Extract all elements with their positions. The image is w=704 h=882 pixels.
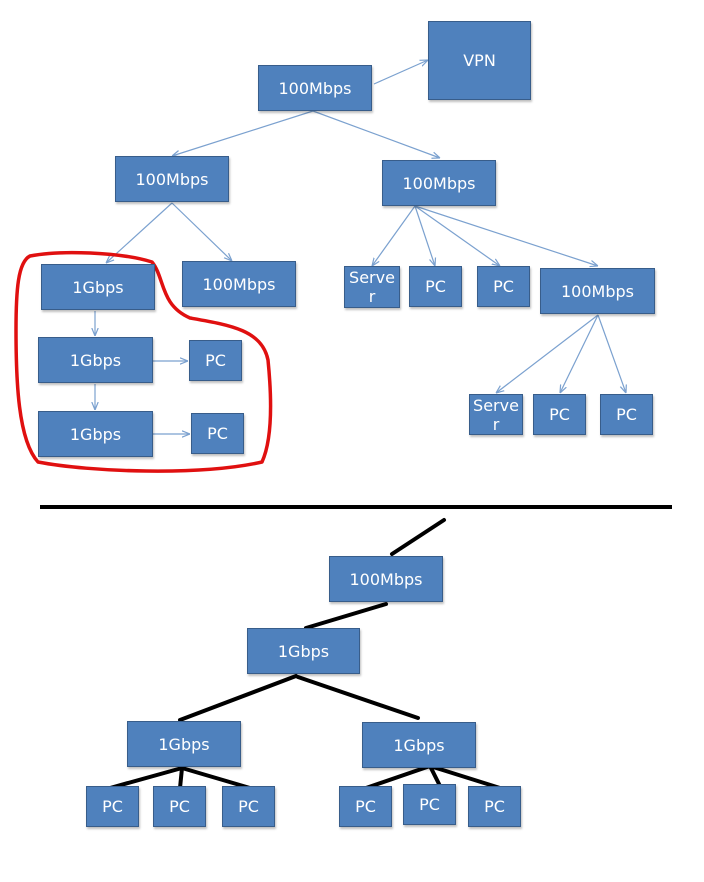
edge-uplink (390, 518, 446, 556)
node-1gbps-core: 1Gbps (247, 628, 360, 674)
top-edges (95, 60, 626, 434)
node-server-a: Server (344, 266, 400, 308)
node-pc-d: PC (191, 413, 244, 454)
edge-right-pc-6 (428, 764, 502, 790)
node-1gbps-right: 1Gbps (362, 722, 476, 768)
node-1gbps-b: 1Gbps (38, 337, 153, 383)
edge-right-switch-pc-b (414, 205, 500, 266)
edge-left-switch-gbps-a (106, 202, 173, 263)
edge-left-pc-2 (178, 766, 184, 790)
edge-left-pc-3 (180, 766, 252, 790)
node-pc-a: PC (409, 266, 462, 307)
edge-root-left-switch (172, 110, 314, 156)
node-pc-6: PC (468, 786, 521, 827)
node-vpn: VPN (428, 21, 531, 100)
node-1gbps-left: 1Gbps (127, 721, 241, 767)
node-pc-3: PC (222, 786, 275, 827)
node-pc-2: PC (153, 786, 206, 827)
node-pc-5: PC (403, 784, 456, 825)
node-100mbps-left: 100Mbps (115, 156, 229, 202)
edge-root-vpn (373, 60, 428, 85)
edge-root-core (304, 602, 388, 630)
edge-core-left (178, 674, 298, 722)
node-100mbps-right: 100Mbps (382, 160, 496, 206)
node-server-b: Server (469, 394, 523, 435)
node-pc-1: PC (86, 786, 139, 827)
edge-right-switch-server-a (372, 205, 416, 266)
bottom-edges (108, 518, 502, 790)
edge-right-pc-4 (364, 764, 432, 790)
node-1gbps-c: 1Gbps (38, 411, 153, 457)
node-100mbps-bottom-root: 100Mbps (329, 556, 443, 602)
edge-right-switch-pc-a (414, 205, 435, 266)
edge-right-sub-switch-pc-f (597, 314, 626, 393)
edge-right-sub-switch-pc-e (560, 314, 599, 393)
edge-left-pc-1 (108, 766, 184, 790)
node-100mbps-right-sub: 100Mbps (540, 268, 655, 314)
node-pc-e: PC (533, 394, 586, 435)
edge-right-switch-right-sub-switch (414, 205, 598, 266)
highlight-outline (14, 250, 273, 473)
node-100mbps-left-sub: 100Mbps (182, 261, 296, 307)
edge-root-right-switch (312, 110, 440, 158)
edge-right-sub-switch-server-b (496, 314, 599, 393)
node-1gbps-a: 1Gbps (41, 264, 155, 310)
node-pc-4: PC (339, 786, 392, 827)
node-pc-c: PC (189, 340, 242, 381)
edge-core-right (296, 675, 420, 720)
edge-left-switch-left-sub-switch (171, 202, 232, 261)
node-100mbps-root: 100Mbps (258, 65, 372, 111)
edge-right-pc-5 (428, 764, 442, 788)
node-pc-b: PC (477, 266, 530, 307)
node-pc-f: PC (600, 394, 653, 435)
